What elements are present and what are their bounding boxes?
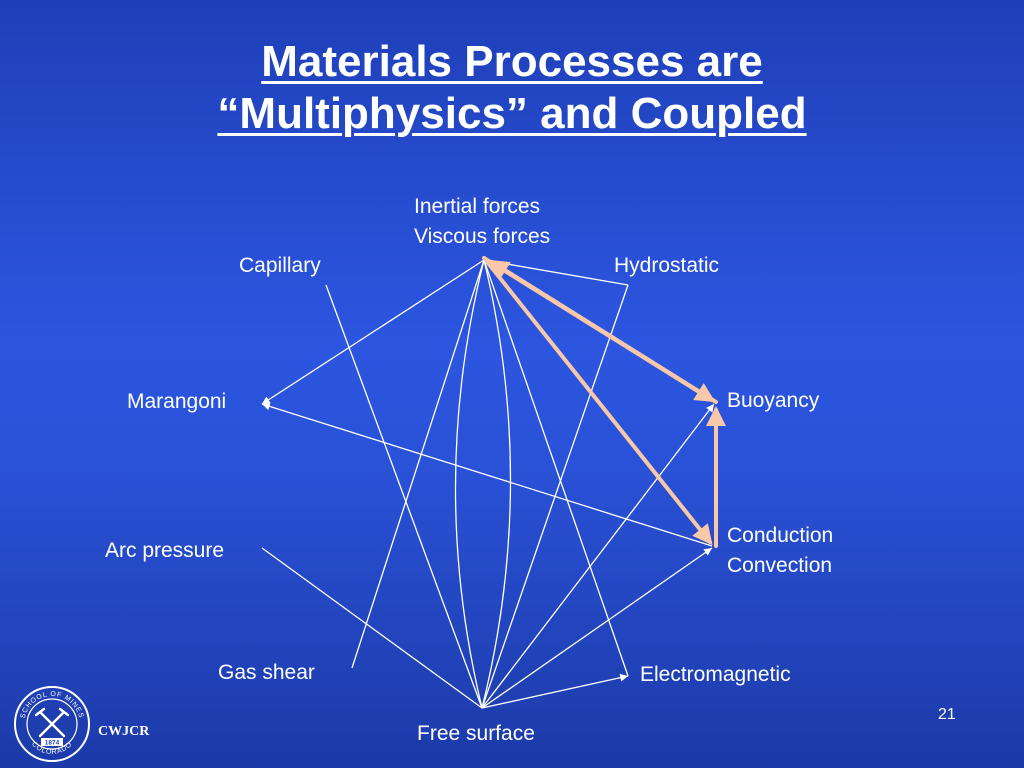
slide-title: Materials Processes are “Multiphysics” a… xyxy=(0,36,1024,140)
node-capillary: Capillary xyxy=(239,254,321,277)
logo-caption: CWJCR xyxy=(98,724,150,739)
line-arcpressure-freesurface xyxy=(261,547,483,709)
node-arc-pressure: Arc pressure xyxy=(105,539,225,562)
line-freesurface-electromagnetic xyxy=(481,673,629,709)
node-conduction-convection: Conduction Convection xyxy=(727,521,833,581)
node-conduction-label: Conduction xyxy=(727,524,834,547)
line-conduction-marangoni xyxy=(261,402,713,547)
highlight-loop xyxy=(482,256,726,548)
line-freesurface-conduction xyxy=(481,547,713,709)
node-viscous-label: Viscous forces xyxy=(414,225,551,248)
line-inertial-gasshear xyxy=(351,259,485,669)
highlight-inertial-conduction xyxy=(482,256,713,546)
node-inertial-label: Inertial forces xyxy=(414,195,541,218)
node-electromagnetic: Electromagnetic xyxy=(640,663,791,686)
line-inertial-marangoni xyxy=(261,259,485,405)
line-freesurface-buoyancy xyxy=(481,403,715,709)
node-buoyancy: Buoyancy xyxy=(727,389,820,412)
node-convection-label: Convection xyxy=(727,554,833,577)
node-gas-shear: Gas shear xyxy=(218,661,315,684)
seal-year: 1874 xyxy=(45,740,60,747)
title-line-2: “Multiphysics” and Coupled xyxy=(217,89,807,138)
coupling-lines xyxy=(261,259,715,709)
slide-number: 21 xyxy=(938,706,956,723)
highlight-buoyancy-inertial xyxy=(488,259,718,404)
node-hydrostatic: Hydrostatic xyxy=(614,254,720,277)
title-line-1: Materials Processes are xyxy=(261,37,763,86)
line-capillary-freesurface xyxy=(325,284,483,709)
school-seal-logo: SCHOOL OF MINES COLORADO 1874 xyxy=(14,686,90,762)
crossed-hammers-icon xyxy=(34,707,70,738)
node-inertial-viscous: Inertial forces Viscous forces xyxy=(414,192,550,252)
node-marangoni: Marangoni xyxy=(127,390,227,413)
line-inertial-freesurface-left xyxy=(454,259,485,709)
line-inertial-freesurface-right xyxy=(481,259,512,709)
node-free-surface: Free surface xyxy=(417,722,535,745)
line-inertial-electromagnetic xyxy=(483,259,629,677)
